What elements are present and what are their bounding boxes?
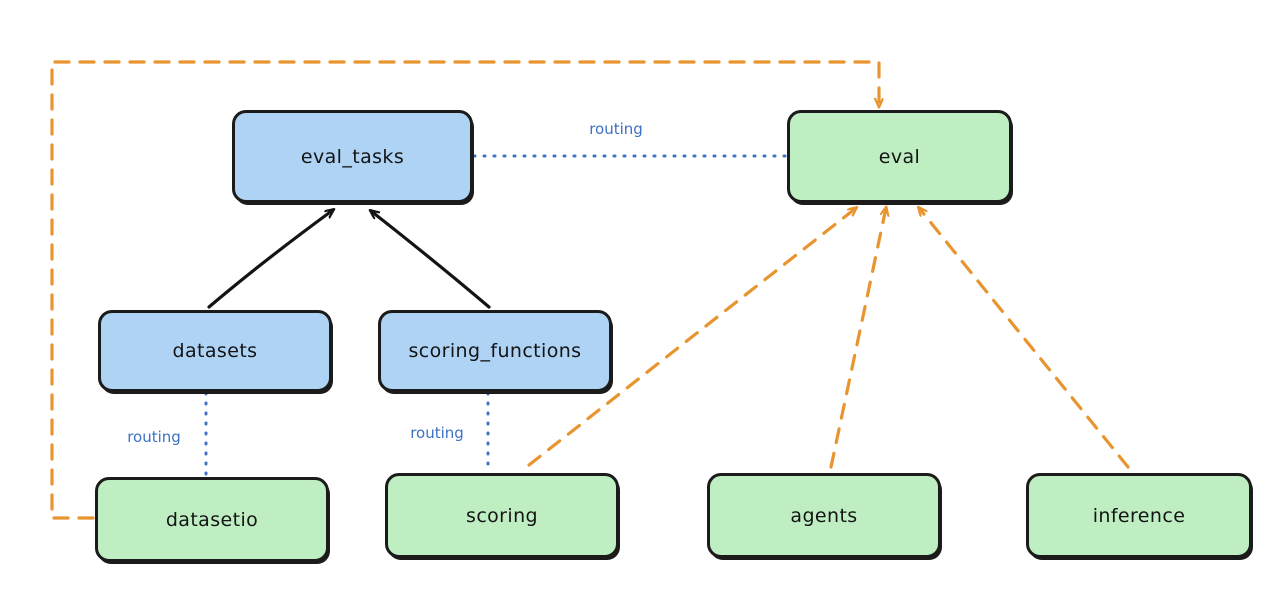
node-eval[interactable]: eval [787,110,1012,203]
node-datasets[interactable]: datasets [98,310,332,392]
node-agents[interactable]: agents [707,473,941,558]
edge-scoring-functions-to-eval-tasks [371,211,491,309]
node-scoring[interactable]: scoring [385,473,619,558]
node-datasetio-label: datasetio [165,508,259,531]
edge-label-routing-scoring-functions: routing [410,424,464,442]
node-scoring-functions[interactable]: scoring_functions [378,310,612,392]
node-eval-label: eval [878,145,921,168]
node-scoring-label: scoring [466,504,538,527]
edge-agents-to-eval [829,208,886,469]
node-scoring-functions-label: scoring_functions [408,340,582,362]
edge-label-routing-eval-tasks: routing [589,120,643,138]
node-datasetio[interactable]: datasetio [95,477,329,562]
edge-datasets-to-eval-tasks [207,210,333,309]
node-inference-label: inference [1092,504,1186,527]
edge-inference-to-eval [919,208,1130,469]
node-eval-tasks-label: eval_tasks [300,145,405,168]
node-agents-label: agents [790,504,858,527]
node-inference[interactable]: inference [1026,473,1252,558]
edge-scoring-to-eval [527,208,856,467]
edge-datasetio-to-eval [50,60,879,520]
node-datasets-label: datasets [172,340,258,362]
node-eval-tasks[interactable]: eval_tasks [232,110,473,203]
edge-label-routing-datasets: routing [127,428,181,446]
